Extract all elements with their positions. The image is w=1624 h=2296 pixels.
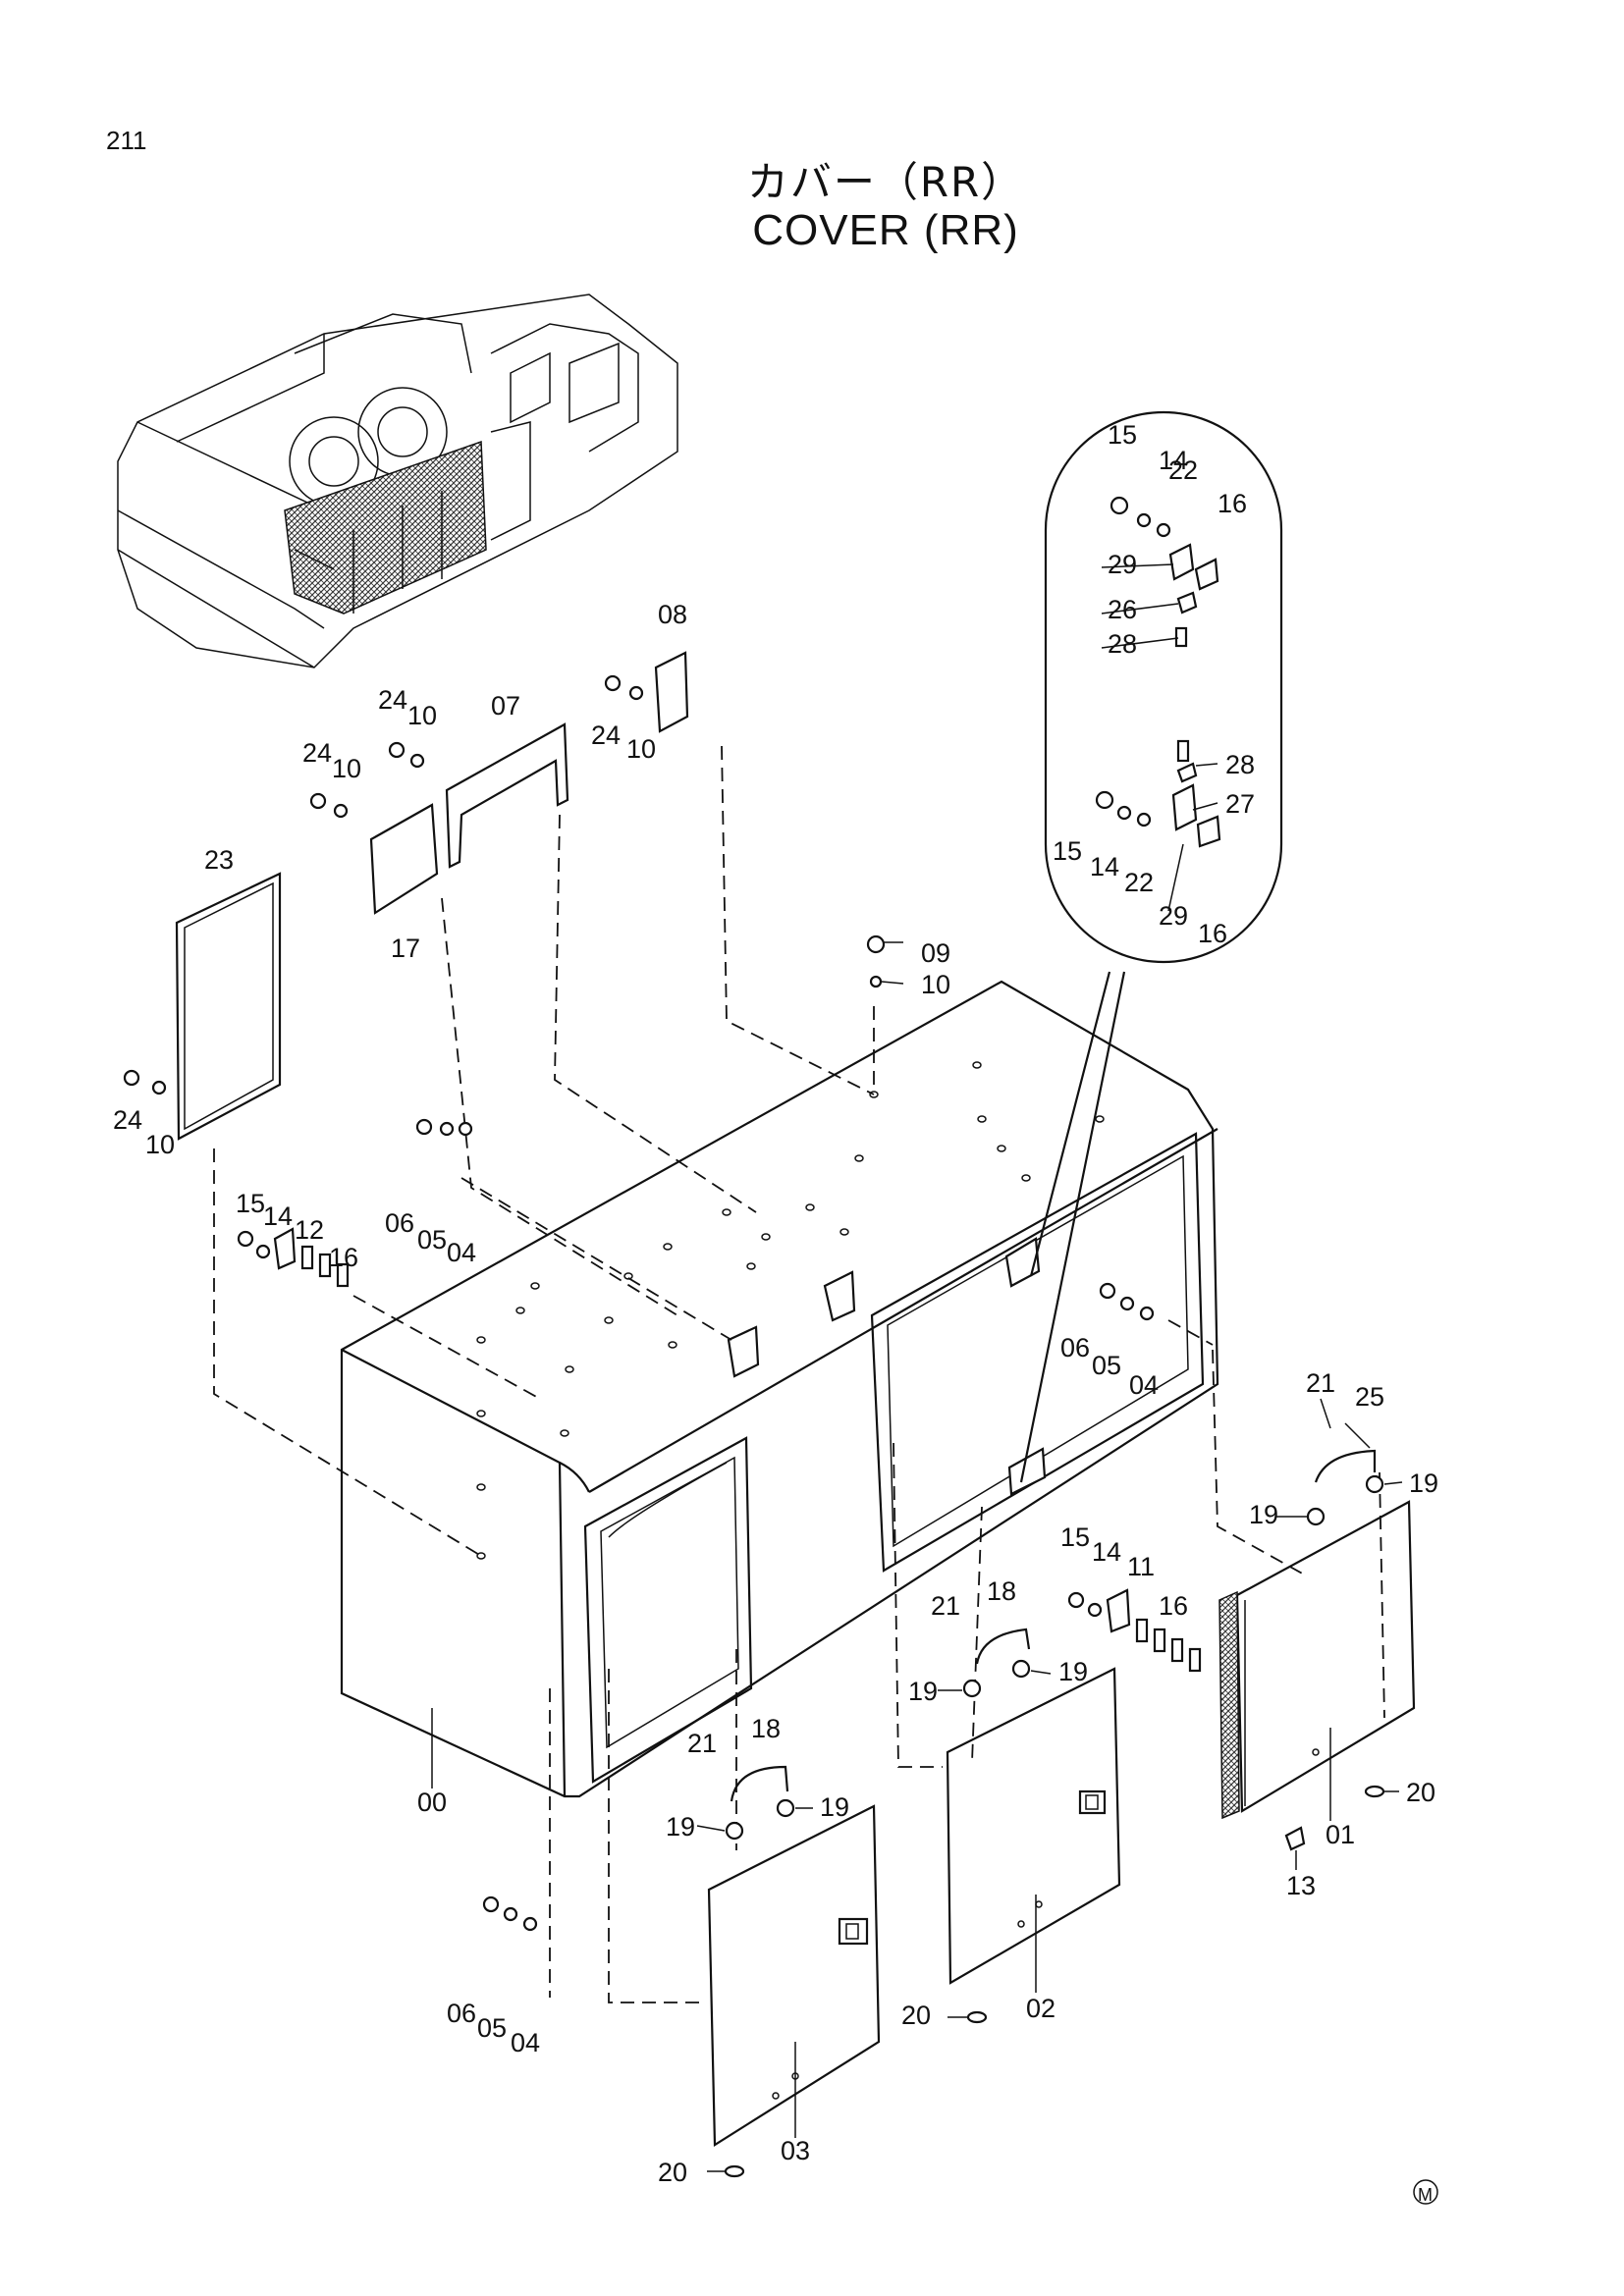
plate-17 [369, 803, 439, 915]
callout-24c: 24 [591, 721, 621, 750]
callout-06a: 06 [385, 1208, 414, 1238]
callout-15d: 15 [1060, 1522, 1090, 1552]
bracket-07 [445, 722, 569, 869]
door-02 [946, 1667, 1121, 1985]
callout-21b: 21 [931, 1591, 960, 1621]
callout-04a: 04 [447, 1238, 476, 1267]
detail-inset [1019, 410, 1283, 1483]
callout-21c: 21 [687, 1729, 717, 1758]
callout-10d: 10 [145, 1130, 175, 1159]
assembly-lines [213, 745, 1385, 2003]
callout-14a: 14 [1159, 446, 1188, 475]
callout-19d: 19 [908, 1677, 938, 1706]
callout-22a: 22 [1168, 455, 1198, 485]
title-japanese: カバー（RR） [746, 158, 1025, 206]
leader-lines [431, 563, 1403, 2172]
callout-04b: 04 [1129, 1370, 1159, 1400]
callout-10e: 10 [921, 970, 950, 999]
callout-24b: 24 [302, 738, 332, 768]
callout-16d: 16 [1159, 1591, 1188, 1621]
manufacturer-mark: M [1418, 2185, 1433, 2205]
callout-20a: 20 [1406, 1778, 1435, 1807]
callout-15a: 15 [1108, 420, 1137, 450]
callout-27: 27 [1225, 789, 1255, 819]
callout-18b: 18 [751, 1714, 781, 1743]
callout-09: 09 [921, 938, 950, 968]
panel-23 [175, 872, 282, 1141]
callout-19a: 19 [1409, 1468, 1438, 1498]
callout-14c: 14 [263, 1201, 293, 1231]
callout-14d: 14 [1092, 1537, 1121, 1567]
callout-10a: 10 [407, 701, 437, 730]
callout-25: 25 [1355, 1382, 1384, 1412]
callout-16b: 16 [1198, 919, 1227, 948]
callout-22b: 22 [1124, 868, 1154, 897]
callout-20b: 20 [901, 2001, 931, 2030]
callout-28b: 28 [1225, 750, 1255, 779]
callout-16a: 16 [1218, 489, 1247, 518]
callout-10c: 10 [626, 734, 656, 764]
callout-04c: 04 [511, 2028, 540, 2057]
callout-20c: 20 [658, 2158, 687, 2187]
callout-14b: 14 [1090, 852, 1119, 881]
callout-07: 07 [491, 691, 520, 721]
callout-10b: 10 [332, 754, 361, 783]
callout-29b: 29 [1159, 901, 1188, 931]
callout-19f: 19 [666, 1812, 695, 1842]
callout-23: 23 [204, 845, 234, 875]
callout-labels: 00 01 02 03 04 04 04 05 05 05 06 06 06 0… [113, 420, 1438, 2205]
callout-03: 03 [781, 2136, 810, 2165]
callout-05b: 05 [1092, 1351, 1121, 1380]
callout-18a: 18 [987, 1576, 1016, 1606]
callout-15b: 15 [1053, 836, 1082, 866]
plate-08 [654, 651, 689, 733]
callout-15c: 15 [236, 1189, 265, 1218]
door-01 [1218, 1500, 1416, 1820]
page-number: 211 [106, 126, 147, 155]
hardware-fasteners [123, 674, 1438, 2205]
callout-13: 13 [1286, 1871, 1316, 1900]
title-english: COVER (RR) [752, 206, 1019, 254]
callout-21a: 21 [1306, 1368, 1335, 1398]
callout-12: 12 [295, 1215, 324, 1245]
callout-02: 02 [1026, 1994, 1056, 2023]
callout-19e: 19 [820, 1792, 849, 1822]
callout-29a: 29 [1108, 550, 1137, 579]
callout-17: 17 [391, 934, 420, 963]
callout-16c: 16 [329, 1243, 358, 1272]
main-cover-body [340, 980, 1219, 1798]
callout-11: 11 [1127, 1552, 1155, 1581]
callout-06c: 06 [447, 1999, 476, 2028]
door-03 [707, 1804, 881, 2147]
callout-08: 08 [658, 600, 687, 629]
callout-00: 00 [417, 1788, 447, 1817]
callout-19b: 19 [1249, 1500, 1278, 1529]
callout-19c: 19 [1058, 1657, 1088, 1686]
callout-05a: 05 [417, 1225, 447, 1255]
callout-01: 01 [1326, 1820, 1355, 1849]
callout-24a: 24 [378, 685, 407, 715]
callout-06b: 06 [1060, 1333, 1090, 1362]
callout-24d: 24 [113, 1105, 142, 1135]
machine-overview-illustration [117, 294, 678, 668]
callout-05c: 05 [477, 2013, 507, 2043]
